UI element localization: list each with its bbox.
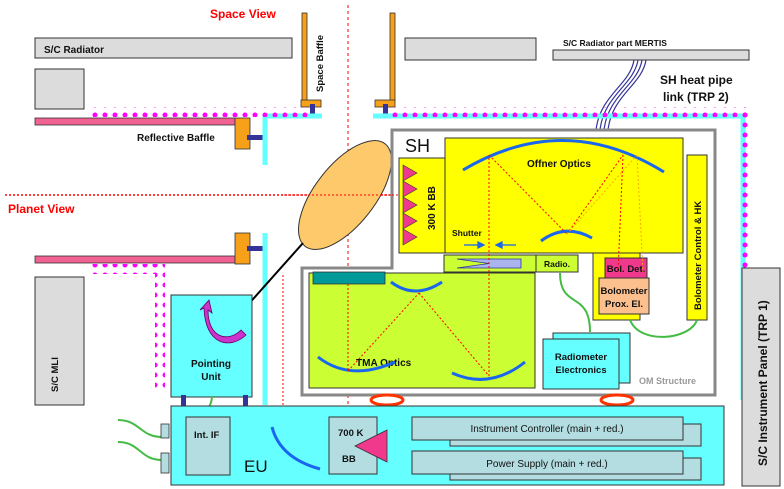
shutter-arrows-icon [464,240,516,250]
mount-icon [181,395,186,411]
mount-icon [310,104,315,118]
mount-ring-icon [369,393,405,407]
tma-optics-label: TMA Optics [356,358,412,369]
bolometer-prox-label-line1: Bolometer [601,286,648,297]
radiometer-electronics-label-line2: Electronics [555,365,606,376]
mount-icon [247,135,263,140]
sc-radiator-mertis-label: S/C Radiator part MERTIS [563,38,667,48]
tma-mirror-right [451,360,526,381]
radio-label: Radio. [544,259,570,269]
shutter-label: Shutter [452,228,482,238]
eu-label: EU [244,457,268,476]
power-supply [411,450,684,475]
tma-mirror-top [390,280,443,293]
offner-primary-mirror [462,139,665,174]
sc-radiator-label: S/C Radiator [44,45,104,56]
bol-det-label: Bol. Det. [607,264,646,275]
sc-mli [34,276,85,406]
bb-700k-label-line2: BB [342,454,356,465]
sc-mli-label: S/C MLI [50,357,61,392]
bolometer-prox-el [598,277,650,315]
blackbody-icon [402,164,418,246]
sc-instrument-panel [741,267,781,487]
heat-pipe-label-line2: link (TRP 2) [663,90,729,104]
connector [160,423,170,439]
heat-pipes [595,59,647,131]
pointing-unit-label-line1: Pointing [191,359,231,370]
om-structure-label: OM Structure [639,376,696,386]
offner-secondary-mirror [540,229,593,243]
sh-label: SH [405,136,430,156]
sc-radiator-block [34,68,85,110]
pointing-unit-label-line2: Unit [201,372,221,383]
reflective-baffle-top [34,117,236,126]
bb-300k-label: 300 K BB [427,186,438,230]
reflective-baffle-mount-top [234,117,251,150]
offner-optics-label: Offner Optics [527,159,591,170]
rotation-arrow-icon [199,299,247,344]
mount-icon [247,246,263,251]
connector [160,452,170,474]
sc-radiator [34,37,293,59]
int-if-label: Int. IF [194,430,220,441]
radio [535,254,579,273]
planet-view-label: Planet View [8,202,75,216]
tma-mirror-left [317,355,396,373]
power-supply-label: Power Supply (main + red.) [486,459,607,470]
bb-700k-label-line1: 700 K [338,428,363,439]
space-baffle-right [389,12,396,102]
reflective-baffle-bottom [34,255,236,264]
eu-mirror [270,426,321,471]
optical-rays-bolometer [566,154,644,273]
reflective-baffle-label: Reflective Baffle [137,133,215,144]
sc-instrument-panel-label: S/C Instrument Panel (TRP 1) [756,300,770,466]
int-if [185,416,231,476]
sc-radiator-mertis [552,49,750,61]
sc-radiator-block-right [404,37,537,61]
bolometer-control-label: Bolometer Control & HK [693,201,704,310]
tma-detector [312,271,386,285]
instrument-controller-label: Instrument Controller (main + red.) [470,424,623,435]
mount-icon [243,395,248,411]
space-view-label: Space View [210,7,276,21]
mli-dots [92,107,752,397]
mount-ring-icon [599,393,635,407]
instrument-controller [411,416,684,441]
heat-pipe-label-line1: SH heat pipe [660,73,733,87]
bolometer-prox-label-line2: Prox. El. [605,299,643,310]
mount-icon [383,104,388,118]
space-baffle-left [301,12,308,102]
space-baffle-label: Space Baffle [315,35,326,92]
blackbody-icon [354,429,388,463]
radiometer-electronics [542,338,620,390]
radiometer-electronics-label-line1: Radiometer [555,352,608,363]
